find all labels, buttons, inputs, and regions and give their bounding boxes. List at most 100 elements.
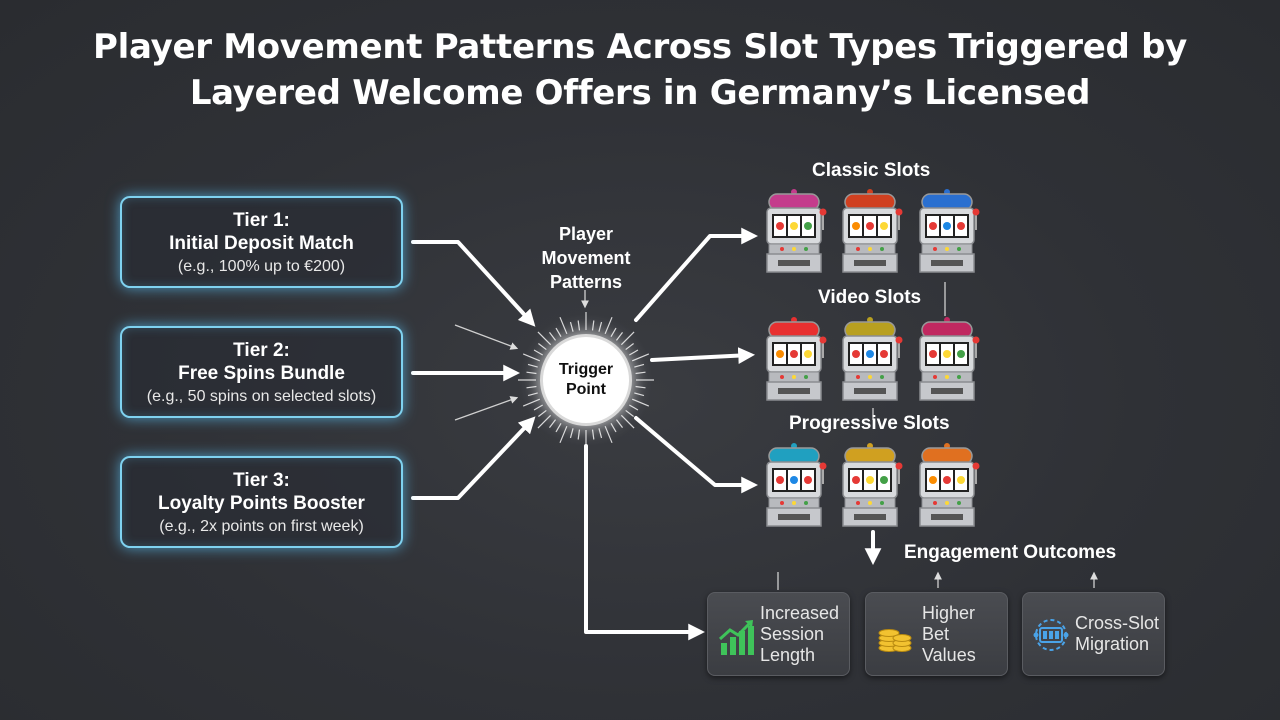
trigger-line-2: Point bbox=[565, 381, 606, 398]
burst-ray bbox=[527, 363, 538, 368]
tier-3-detail: (e.g., 2x points on first week) bbox=[159, 518, 364, 535]
player-movement-line-2: Movement bbox=[541, 248, 631, 268]
burst-ray bbox=[620, 414, 635, 429]
burst-ray bbox=[522, 353, 541, 362]
title-line-1: Player Movement Patterns Across Slot Typ… bbox=[93, 27, 1187, 67]
burst-ray bbox=[577, 320, 581, 331]
arrow-tier3-trigger bbox=[411, 416, 536, 500]
player-movement-line-1: Player bbox=[558, 224, 614, 244]
slot-machine-icon bbox=[917, 188, 981, 274]
tier-1-detail: (e.g., 100% up to €200) bbox=[177, 258, 346, 275]
slot-machine-icon bbox=[764, 442, 828, 528]
trigger-line-1: Trigger bbox=[558, 361, 614, 378]
burst-ray bbox=[598, 321, 603, 332]
trigger-point: Trigger Point bbox=[540, 334, 632, 426]
burst-ray bbox=[634, 392, 645, 397]
burst-ray bbox=[631, 353, 650, 362]
burst-ray bbox=[537, 331, 552, 346]
burst-ray bbox=[533, 404, 543, 411]
burst-ray bbox=[559, 316, 568, 335]
growth-chart-icon bbox=[718, 620, 754, 655]
burst-ray bbox=[634, 363, 645, 368]
tier-2-label: Tier 2: bbox=[233, 340, 290, 361]
slot-machine-icon bbox=[917, 316, 981, 402]
tier-2-box: Tier 2: Free Spins Bundle (e.g., 50 spin… bbox=[120, 326, 403, 418]
slot-machine-icon bbox=[840, 188, 904, 274]
burst-ray bbox=[559, 425, 568, 444]
video-slots-label: Video Slots bbox=[818, 287, 922, 308]
burst-ray bbox=[615, 332, 624, 341]
outcome-session-length: Increased Session Length bbox=[707, 592, 850, 676]
tier-1-label: Tier 1: bbox=[233, 210, 290, 231]
tier-2-detail: (e.g., 50 spins on selected slots) bbox=[146, 388, 377, 405]
burst-ray bbox=[522, 398, 541, 407]
outcome-2-line-2: Bet bbox=[922, 624, 950, 644]
coin-stack-icon bbox=[878, 629, 912, 652]
arrow-tier1-trigger bbox=[411, 240, 536, 327]
burst-ray bbox=[604, 316, 613, 335]
burst-ray bbox=[555, 423, 562, 433]
burst-ray bbox=[610, 423, 617, 433]
outcome-2-line-3: Values bbox=[922, 645, 976, 665]
tier-1-box: Tier 1: Initial Deposit Match (e.g., 100… bbox=[120, 196, 403, 288]
classic-slots-label: Classic Slots bbox=[812, 160, 931, 181]
player-movement-label: Player Movement Patterns bbox=[520, 222, 652, 294]
outcome-cross-slot-migration: Cross-Slot Migration bbox=[1022, 592, 1165, 676]
arrow-trigger-outcomes bbox=[584, 444, 706, 641]
burst-ray bbox=[610, 327, 617, 337]
slot-machine-icon bbox=[840, 442, 904, 528]
burst-ray bbox=[526, 371, 537, 375]
arrow-trigger-classic bbox=[634, 227, 759, 322]
outcome-3-line-2: Migration bbox=[1075, 634, 1150, 654]
burst-ray bbox=[533, 349, 543, 356]
burst-ray bbox=[591, 429, 595, 440]
burst-ray bbox=[635, 371, 646, 375]
burst-ray bbox=[620, 331, 635, 346]
tier-1-name: Initial Deposit Match bbox=[169, 233, 354, 254]
outcome-bet-values: Higher Bet Values bbox=[865, 592, 1008, 676]
outcome-1-line-3: Length bbox=[760, 645, 816, 665]
player-movement-line-3: Patterns bbox=[549, 272, 623, 292]
outcome-3-line-1: Cross-Slot bbox=[1075, 613, 1160, 633]
burst-ray bbox=[548, 332, 557, 341]
slot-machine-icon bbox=[917, 442, 981, 528]
burst-ray bbox=[625, 409, 634, 418]
outcome-2-line-1: Higher bbox=[922, 603, 976, 623]
outcome-1-line-1: Increased bbox=[760, 603, 840, 623]
burst-ray bbox=[526, 385, 537, 389]
slot-machine-icon bbox=[764, 316, 828, 402]
tier-3-name: Loyalty Points Booster bbox=[158, 493, 365, 514]
burst-ray bbox=[537, 414, 552, 429]
slot-migration-icon bbox=[1033, 619, 1069, 651]
burst-ray bbox=[548, 419, 557, 428]
tier-2-name: Free Spins Bundle bbox=[178, 363, 345, 384]
tier-3-label: Tier 3: bbox=[233, 470, 290, 491]
burst-ray bbox=[631, 398, 650, 407]
title-line-2: Layered Welcome Offers in Germany’s Lice… bbox=[189, 73, 1091, 113]
burst-ray bbox=[591, 320, 595, 331]
progressive-slots-label: Progressive Slots bbox=[789, 413, 950, 434]
tier-3-box: Tier 3: Loyalty Points Booster (e.g., 2x… bbox=[120, 456, 403, 548]
arrow-trigger-video bbox=[650, 347, 756, 364]
burst-ray bbox=[569, 321, 574, 332]
engagement-outcomes-heading: Engagement Outcomes bbox=[904, 542, 1117, 563]
slot-machine-icon bbox=[840, 316, 904, 402]
outcome-1-line-2: Session bbox=[760, 624, 825, 644]
burst-ray bbox=[635, 385, 646, 389]
burst-ray bbox=[629, 404, 639, 411]
burst-ray bbox=[625, 342, 634, 351]
slot-machine-icon bbox=[764, 188, 828, 274]
burst-ray bbox=[538, 409, 547, 418]
burst-ray bbox=[598, 428, 603, 439]
burst-ray bbox=[555, 327, 562, 337]
burst-ray bbox=[629, 349, 639, 356]
burst-ray bbox=[577, 429, 581, 440]
trigger-burst bbox=[518, 312, 654, 448]
arrow-trigger-progressive bbox=[634, 416, 759, 494]
burst-ray bbox=[615, 419, 624, 428]
burst-ray bbox=[527, 392, 538, 397]
burst-ray bbox=[604, 425, 613, 444]
diagram-title: Player Movement Patterns Across Slot Typ… bbox=[0, 24, 1280, 116]
burst-ray bbox=[569, 428, 574, 439]
